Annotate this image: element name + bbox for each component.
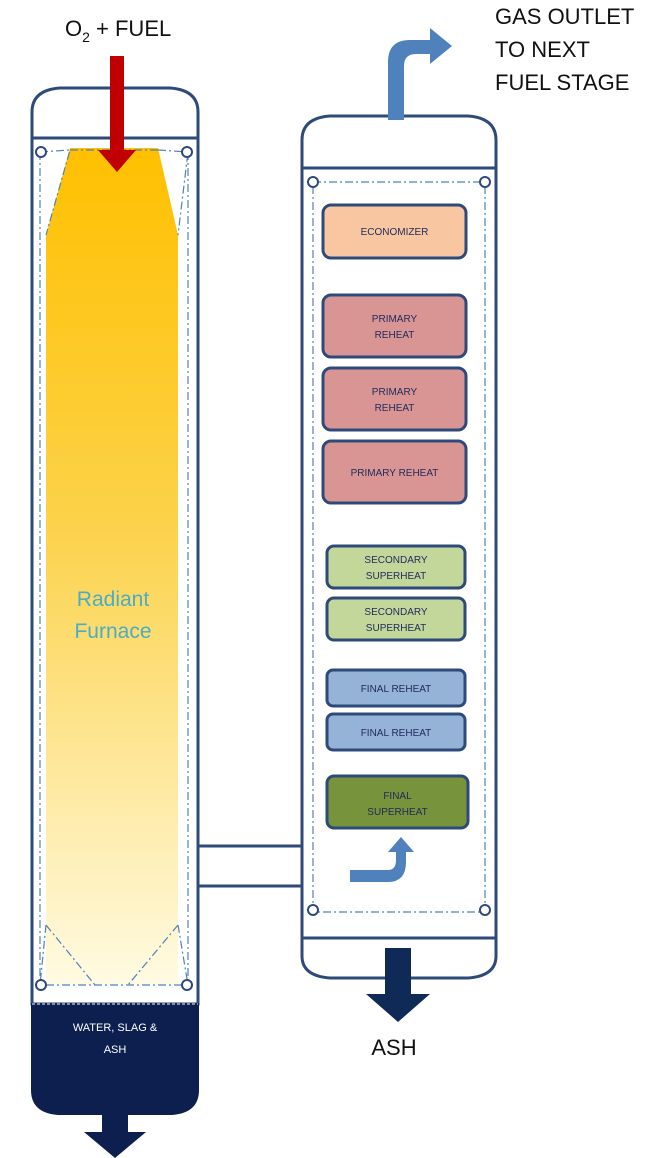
furnace-label-line1: Radiant <box>77 588 150 611</box>
svg-text:PRIMARY: PRIMARY <box>372 314 418 325</box>
svg-text:PRIMARY: PRIMARY <box>372 387 418 398</box>
corner-bolt <box>307 176 319 188</box>
ash-label: ASH <box>371 1035 416 1060</box>
section-primary-reheat-2: PRIMARY REHEAT <box>321 366 468 432</box>
bottom-outlet-arrow <box>84 1114 146 1158</box>
svg-text:REHEAT: REHEAT <box>375 403 415 414</box>
svg-text:FINAL REHEAT: FINAL REHEAT <box>361 728 432 739</box>
section-economizer: ECONOMIZER <box>321 203 468 260</box>
fuel-input-label: O2 + FUEL <box>65 16 171 45</box>
svg-text:ECONOMIZER: ECONOMIZER <box>361 227 429 238</box>
corner-bolt <box>181 979 193 991</box>
svg-text:REHEAT: REHEAT <box>375 330 415 341</box>
corner-bolt <box>479 904 491 916</box>
furnace-label-line2: Furnace <box>74 620 151 643</box>
hopper-lines <box>45 924 179 986</box>
bin-label-line2: ASH <box>104 1044 127 1056</box>
corner-bolt <box>479 176 491 188</box>
gas-outlet-arrow <box>388 28 452 120</box>
flame-region <box>46 148 178 985</box>
svg-text:PRIMARY REHEAT: PRIMARY REHEAT <box>351 468 439 479</box>
section-final-superheat: FINAL SUPERHEAT <box>325 774 470 830</box>
section-secondary-superheat-2: SECONDARY SUPERHEAT <box>325 596 467 642</box>
svg-text:SUPERHEAT: SUPERHEAT <box>367 807 427 818</box>
corner-bolt <box>35 979 47 991</box>
gas-flow-arrow <box>350 837 414 882</box>
outlet-label-line2: TO NEXT <box>495 37 590 62</box>
convective-inner-outline <box>312 181 486 913</box>
corner-bolt <box>35 146 47 158</box>
connecting-duct <box>196 844 304 888</box>
convective-top-dome <box>300 114 498 170</box>
outlet-label-line1: GAS OUTLET <box>495 4 634 29</box>
bin-label-line1: WATER, SLAG & <box>73 1022 158 1034</box>
convective-column: ECONOMIZER PRIMARY REHEAT PRIMARY REHEAT… <box>300 28 498 1060</box>
outlet-label-line3: FUEL STAGE <box>495 70 629 95</box>
svg-text:FINAL: FINAL <box>383 791 412 802</box>
svg-text:SUPERHEAT: SUPERHEAT <box>366 571 426 582</box>
ash-arrow <box>366 948 430 1022</box>
svg-text:FINAL REHEAT: FINAL REHEAT <box>361 684 432 695</box>
section-secondary-superheat-1: SECONDARY SUPERHEAT <box>325 544 467 590</box>
water-slag-bin <box>31 1003 199 1115</box>
corner-bolt <box>307 904 319 916</box>
svg-text:SECONDARY: SECONDARY <box>364 555 427 566</box>
furnace-column: WATER, SLAG & ASH <box>30 86 200 1158</box>
section-final-reheat-2: FINAL REHEAT <box>325 712 467 752</box>
section-final-reheat-1: FINAL REHEAT <box>325 668 467 708</box>
fuel-input-arrow <box>98 56 136 172</box>
svg-text:SUPERHEAT: SUPERHEAT <box>366 623 426 634</box>
section-primary-reheat-1: PRIMARY REHEAT <box>321 293 468 359</box>
section-primary-reheat-3: PRIMARY REHEAT <box>321 439 468 505</box>
svg-text:SECONDARY: SECONDARY <box>364 607 427 618</box>
corner-bolt <box>181 146 193 158</box>
